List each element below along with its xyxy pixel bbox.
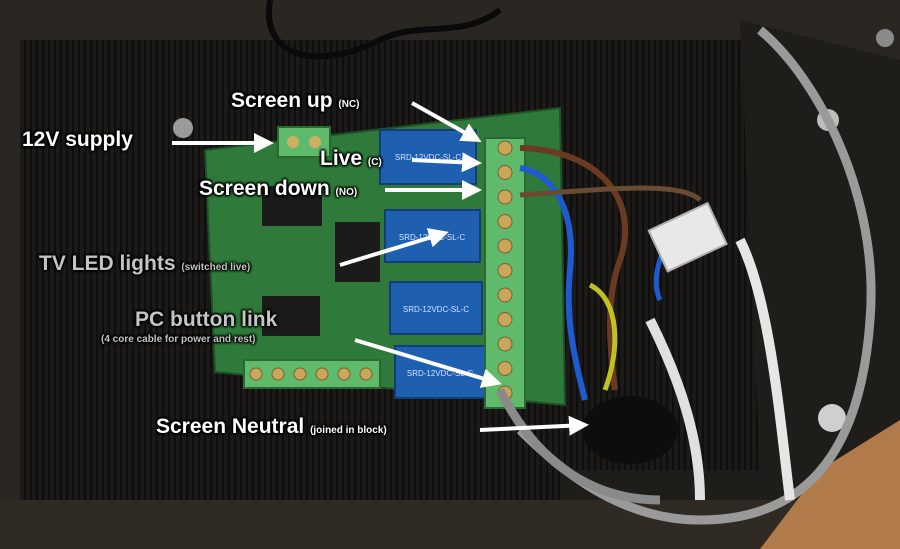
terminal-screw xyxy=(497,336,513,352)
label-screen-down: Screen down (NO) xyxy=(199,177,357,201)
arrow-screen-up xyxy=(411,101,482,142)
relay-3: SRD-12VDC-SL-C xyxy=(389,281,483,335)
enclosure-rim xyxy=(0,500,900,549)
strip-screw xyxy=(249,367,263,381)
terminal-screw xyxy=(497,263,513,278)
terminal-screw xyxy=(497,238,513,254)
label-screen-neutral-text: Screen Neutral xyxy=(156,415,305,438)
brown-wire xyxy=(519,145,628,391)
label-pc-button-link-text: PC button link xyxy=(135,308,278,331)
terminal-screw xyxy=(497,189,513,205)
grey-cable-lower xyxy=(495,387,661,505)
label-12v-supply-text: 12V supply xyxy=(22,128,133,151)
black-cable-top xyxy=(265,0,502,60)
grey-cable-main xyxy=(516,26,876,525)
label-screen-neutral: Screen Neutral (joined in block) xyxy=(156,415,387,439)
label-live-note: (C) xyxy=(367,157,382,168)
strip-screw xyxy=(337,367,351,381)
label-tv-led-lights-note: (switched live) xyxy=(181,262,251,273)
ic-chip-1 xyxy=(262,186,322,226)
relay-4-label: SRD-12VDC-SL-C xyxy=(407,369,473,378)
output-terminal-screws xyxy=(497,140,513,401)
supply-terminal-screw-1 xyxy=(287,136,299,148)
strip-screw xyxy=(359,367,373,381)
relay-1: SRD-12VDC-SL-C xyxy=(379,129,477,185)
relay-3-label: SRD-12VDC-SL-C xyxy=(403,305,469,314)
ic-chip-2 xyxy=(335,222,380,282)
label-12v-supply: 12V supply xyxy=(22,128,133,152)
supply-terminal xyxy=(277,126,331,158)
terminal-screw xyxy=(497,165,513,180)
ic-chip-3 xyxy=(262,296,320,336)
white-cable-2 xyxy=(645,317,705,501)
label-screen-up-note: (NC) xyxy=(338,99,360,110)
supply-terminal-screw-2 xyxy=(309,136,321,148)
relay-1-label: SRD-12VDC-SL-C xyxy=(395,153,461,162)
label-screen-up-text: Screen up xyxy=(231,89,333,112)
arrow-tv-led xyxy=(339,228,449,267)
connector-block xyxy=(647,201,728,273)
strip-screw xyxy=(293,367,307,381)
input-terminal-screws xyxy=(249,367,373,381)
label-tv-led-lights: TV LED lights (switched live) xyxy=(39,252,250,276)
terminal-screw xyxy=(497,312,513,327)
terminal-screw xyxy=(497,361,513,376)
terminal-screw xyxy=(497,140,513,156)
terminal-screw xyxy=(497,287,513,303)
strip-screw xyxy=(271,367,285,381)
arrow-pc-button xyxy=(354,338,502,388)
label-pc-button-link: PC button link xyxy=(135,308,277,332)
arrow-live xyxy=(411,152,482,173)
screw-top-left xyxy=(173,118,193,138)
label-screen-up: Screen up (NC) xyxy=(231,89,360,113)
relay-4: SRD-12VDC-SL-C xyxy=(394,345,486,399)
yellow-green-wire xyxy=(588,282,618,391)
label-screen-down-text: Screen down xyxy=(199,177,330,200)
screw-right-bottom xyxy=(818,404,846,432)
taped-junction xyxy=(582,396,678,464)
label-screen-down-note: (NO) xyxy=(335,187,358,198)
blue-wire xyxy=(519,165,588,401)
enclosure-lid xyxy=(560,20,900,549)
strip-screw xyxy=(315,367,329,381)
label-live-text: Live xyxy=(320,147,363,170)
input-terminal-strip xyxy=(243,359,381,389)
terminal-screw xyxy=(497,214,513,229)
screw-top-right xyxy=(876,29,894,47)
label-live: Live (C) xyxy=(320,147,382,171)
wood-edge xyxy=(760,420,900,549)
white-cable xyxy=(735,237,795,501)
label-pc-button-note: (4 core cable for power and rest) xyxy=(101,334,256,345)
label-pc-button-note-text: (4 core cable for power and rest) xyxy=(101,334,256,345)
label-screen-neutral-note: (joined in block) xyxy=(310,425,387,436)
label-tv-led-lights-text: TV LED lights xyxy=(39,252,176,275)
brown-wire-2 xyxy=(519,185,702,202)
arrow-screen-neutral xyxy=(479,415,589,436)
